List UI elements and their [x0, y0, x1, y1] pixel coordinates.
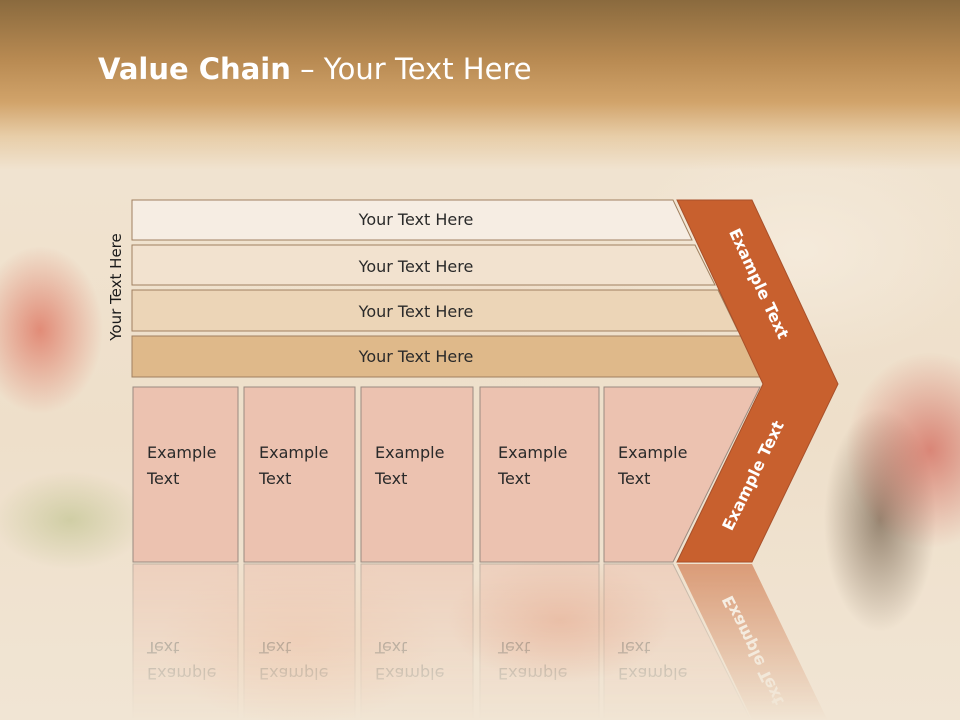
title-bold: Value Chain — [98, 52, 291, 86]
reflection-box-4-line1: Example — [498, 664, 567, 683]
bar-4-label: Your Text Here — [358, 347, 474, 366]
bar-1: Your Text Here — [131, 199, 693, 241]
box-4-line2: Text — [497, 469, 530, 488]
box-1: Example Text — [132, 386, 239, 563]
reflection-box-4-line2: Text — [497, 638, 530, 657]
box-4-line1: Example — [498, 443, 567, 462]
bars-group: Your Text Here Your Text Here Your Text … — [131, 199, 763, 378]
box-2-line1: Example — [259, 443, 328, 462]
reflection: Example Text Example Text Example Text E… — [132, 563, 828, 720]
bar-2: Your Text Here — [131, 244, 716, 286]
box-3: Example Text — [360, 386, 474, 563]
box-4: Example Text — [479, 386, 600, 563]
reflection-box-2-line2: Text — [258, 638, 291, 657]
box-2: Example Text — [243, 386, 356, 563]
bar-4: Your Text Here — [131, 335, 763, 378]
slide-title: Value Chain – Your Text Here — [98, 52, 532, 86]
bar-2-label: Your Text Here — [358, 257, 474, 276]
reflection-box-5-line1: Example — [618, 664, 687, 683]
bar-3-label: Your Text Here — [358, 302, 474, 321]
bar-3: Your Text Here — [131, 289, 739, 332]
reflection-box-2-line1: Example — [259, 664, 328, 683]
reflection-box-1-line1: Example — [147, 664, 216, 683]
reflection-box-3-line2: Text — [374, 638, 407, 657]
reflection-box-1-line2: Text — [146, 638, 179, 657]
box-3-line2: Text — [374, 469, 407, 488]
box-5-line2: Text — [617, 469, 650, 488]
box-2-line2: Text — [258, 469, 291, 488]
bar-1-label: Your Text Here — [358, 210, 474, 229]
reflection-box-3-line1: Example — [375, 664, 444, 683]
title-rest: – Your Text Here — [290, 52, 532, 86]
box-1-line1: Example — [147, 443, 216, 462]
chevron-arrow: Example Text Example Text — [676, 199, 839, 563]
box-3-line1: Example — [375, 443, 444, 462]
boxes-group: Example Text Example Text Example Text E… — [132, 386, 761, 563]
box-1-line2: Text — [146, 469, 179, 488]
reflection-box-5-line2: Text — [617, 638, 650, 657]
box-5: Example Text — [603, 386, 761, 563]
box-5-line1: Example — [618, 443, 687, 462]
